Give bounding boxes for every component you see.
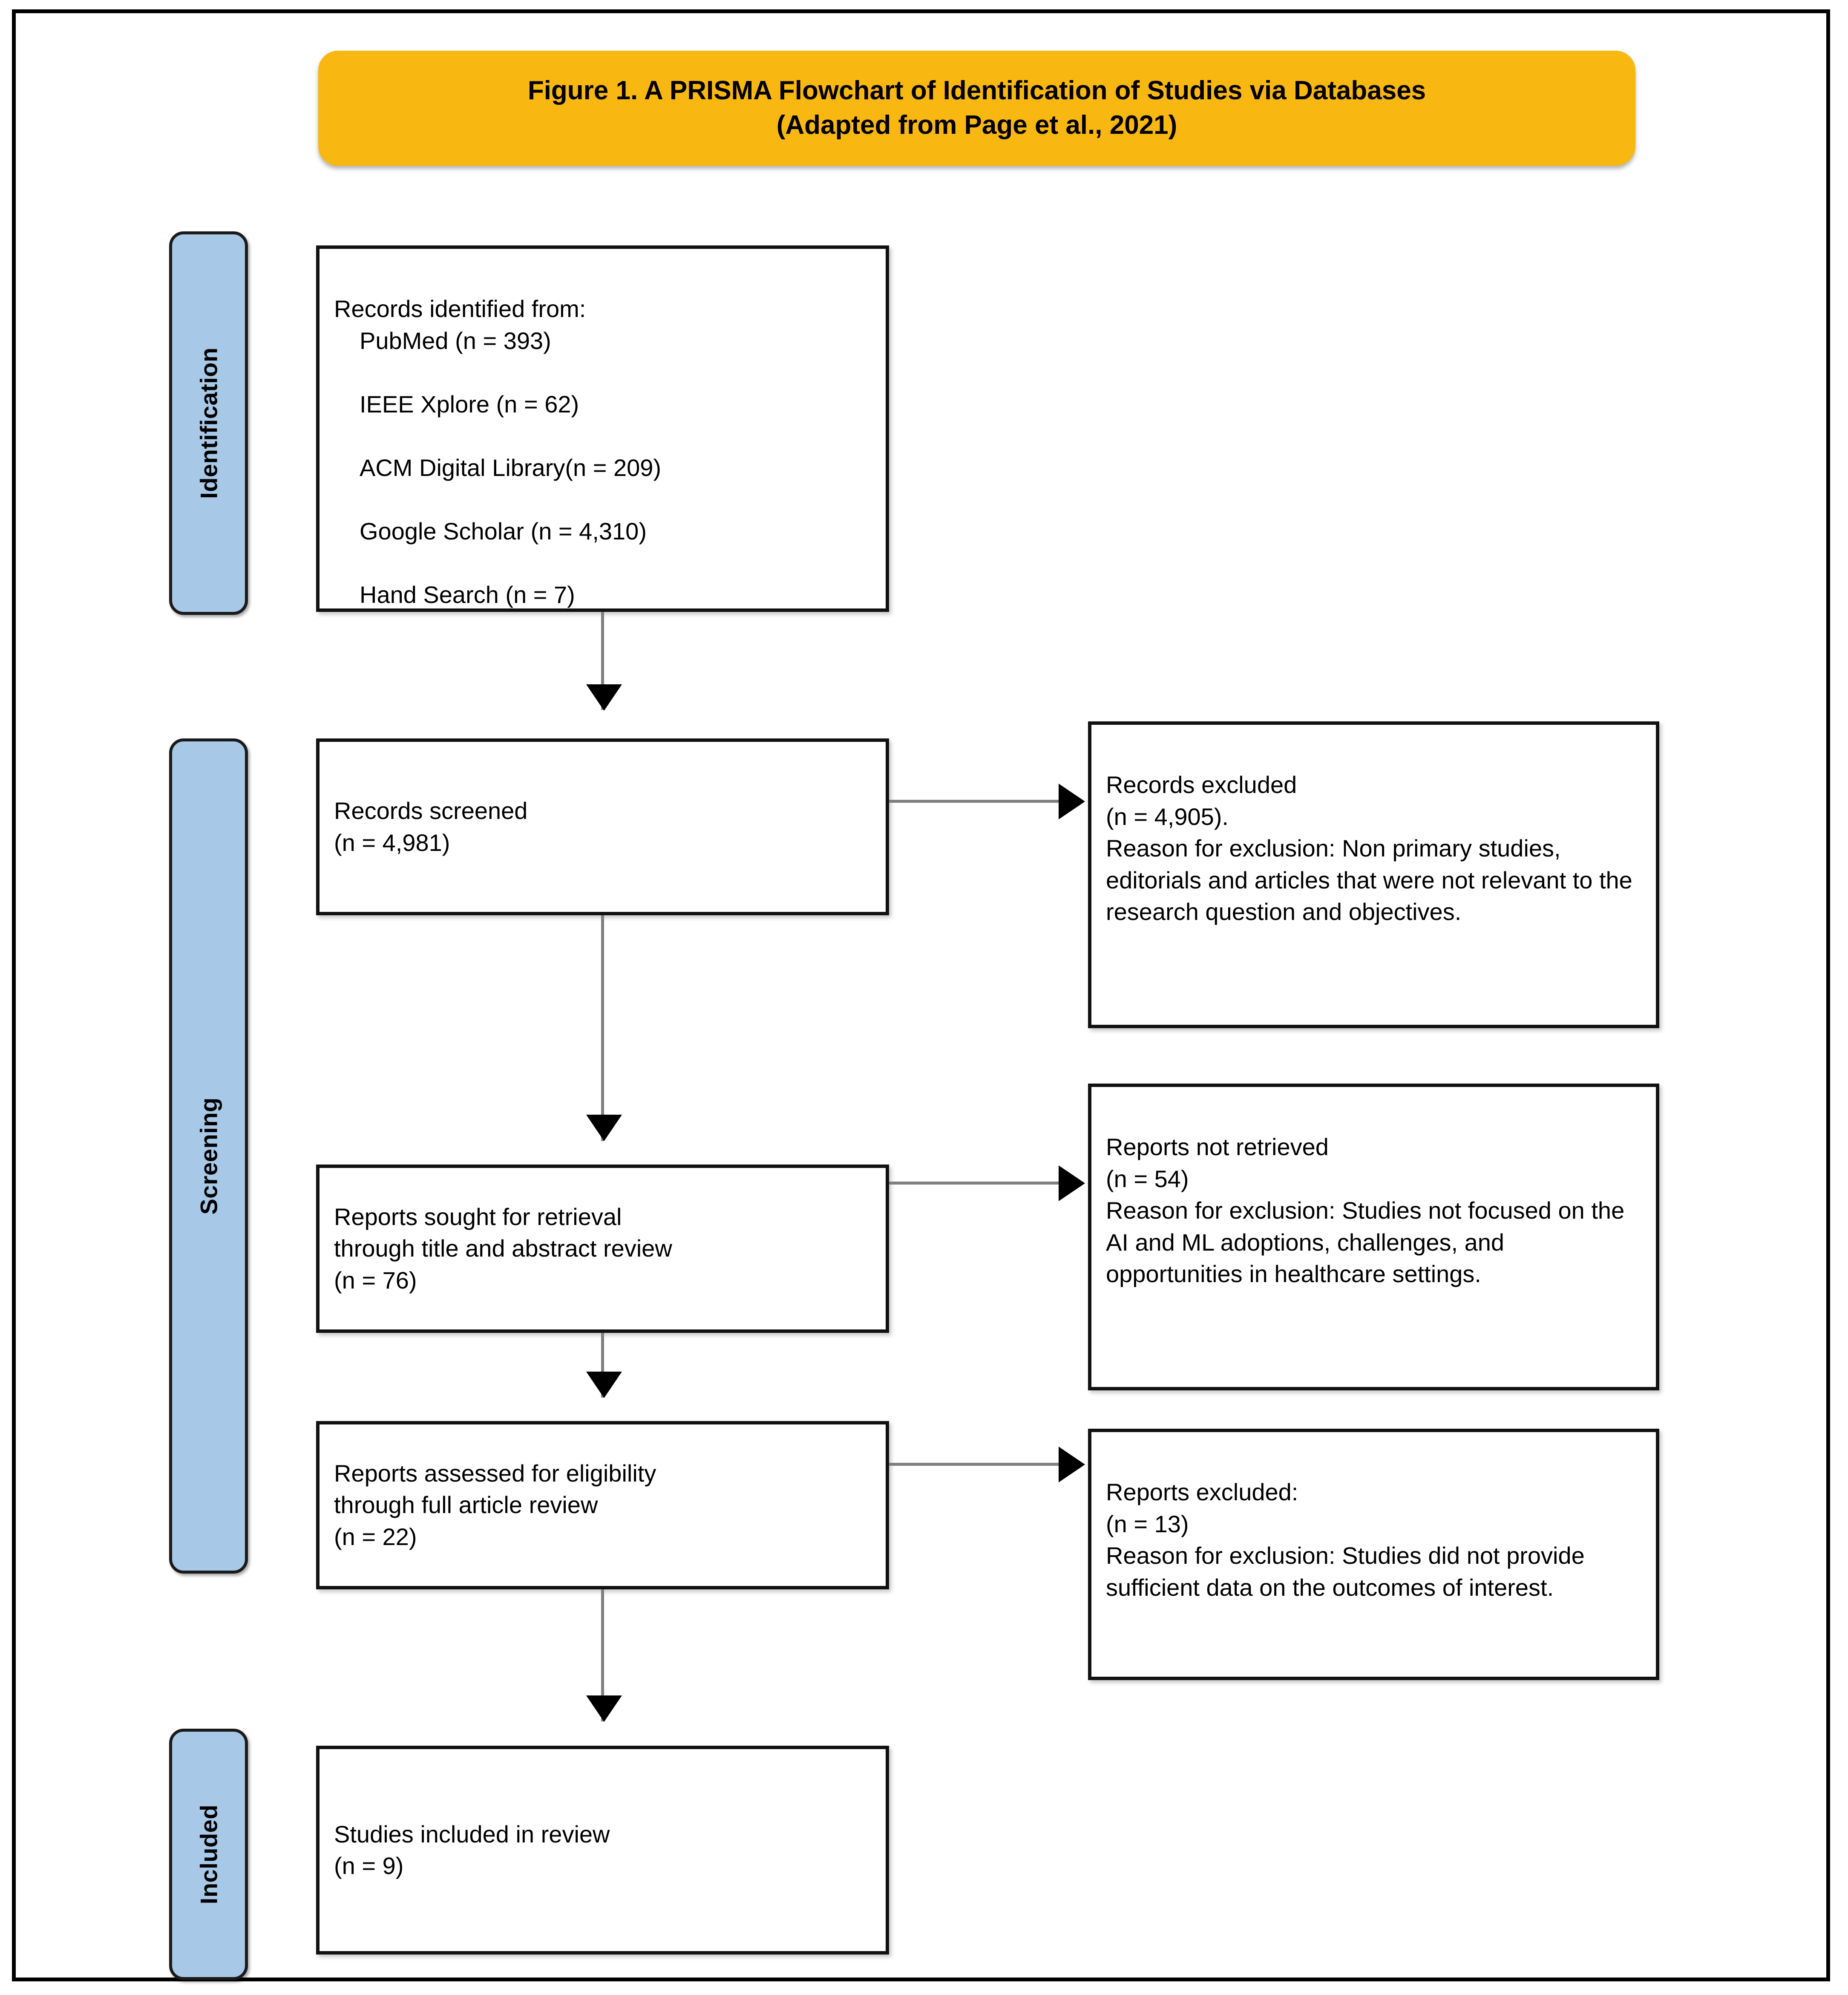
figure-title-line-2: (Adapted from Page et al., 2021) (776, 110, 1177, 140)
records-identified-source-pubmed: PubMed (n = 393) (360, 327, 551, 354)
box-studies-included: Studies included in review (n = 9) (316, 1746, 889, 1955)
reports-sought-text: Reports sought for retrieval through tit… (334, 1203, 672, 1294)
box-reports-not-retrieved: Reports not retrieved (n = 54) Reason fo… (1088, 1084, 1659, 1390)
studies-included-text: Studies included in review (n = 9) (334, 1820, 610, 1879)
phase-tab-included-label: Included (195, 1804, 222, 1905)
phase-tab-included: Included (169, 1729, 248, 1980)
arrowhead-right-sought-to-not-retrieved (1059, 1165, 1085, 1201)
connector-sought-to-assessed (601, 1333, 604, 1398)
records-excluded-text: Records excluded (n = 4,905). Reason for… (1106, 771, 1632, 925)
arrowhead-down-screened-to-sought (586, 1115, 622, 1141)
figure-title-line-1: Figure 1. A PRISMA Flowchart of Identifi… (527, 76, 1426, 106)
reports-not-retrieved-text: Reports not retrieved (n = 54) Reason fo… (1106, 1133, 1625, 1288)
box-reports-excluded: Reports excluded: (n = 13) Reason for ex… (1088, 1429, 1659, 1680)
connector-sought-to-not-retrieved (889, 1182, 1062, 1185)
records-identified-source-google-scholar: Google Scholar (n = 4,310) (360, 517, 647, 545)
connector-identified-to-screened (601, 612, 604, 710)
records-identified-source-hand-search: Hand Search (n = 7) (360, 581, 575, 608)
connector-screened-to-records-excluded (889, 800, 1062, 803)
figure-frame: Figure 1. A PRISMA Flowchart of Identifi… (12, 9, 1830, 1981)
records-screened-text: Records screened (n = 4,981) (334, 797, 528, 856)
box-records-excluded: Records excluded (n = 4,905). Reason for… (1088, 721, 1659, 1028)
reports-assessed-text: Reports assessed for eligibility through… (334, 1459, 656, 1550)
connector-assessed-to-included (601, 1589, 604, 1721)
connector-assessed-to-reports-excluded (889, 1463, 1062, 1466)
connector-screened-to-sought (601, 915, 604, 1141)
phase-tab-screening-label: Screening (195, 1097, 222, 1215)
reports-excluded-text: Reports excluded: (n = 13) Reason for ex… (1106, 1479, 1585, 1601)
box-records-screened: Records screened (n = 4,981) (316, 738, 889, 915)
box-reports-sought: Reports sought for retrieval through tit… (316, 1165, 889, 1333)
phase-tab-identification: Identification (169, 231, 248, 615)
box-reports-assessed: Reports assessed for eligibility through… (316, 1421, 889, 1589)
arrowhead-down-identified-to-screened (586, 684, 622, 711)
phase-tab-screening: Screening (169, 738, 248, 1574)
records-identified-source-ieee: IEEE Xplore (n = 62) (360, 390, 579, 418)
arrowhead-right-screened-to-records-excluded (1059, 784, 1085, 819)
records-identified-heading: Records identified from: (334, 295, 586, 323)
arrowhead-down-sought-to-assessed (586, 1372, 622, 1398)
arrowhead-down-assessed-to-included (586, 1695, 622, 1722)
figure-title-banner: Figure 1. A PRISMA Flowchart of Identifi… (318, 51, 1635, 166)
box-records-identified: Records identified from: PubMed (n = 393… (316, 245, 889, 612)
phase-tab-identification-label: Identification (195, 347, 222, 499)
arrowhead-right-assessed-to-reports-excluded (1059, 1447, 1085, 1482)
records-identified-source-acm: ACM Digital Library(n = 209) (360, 454, 662, 481)
